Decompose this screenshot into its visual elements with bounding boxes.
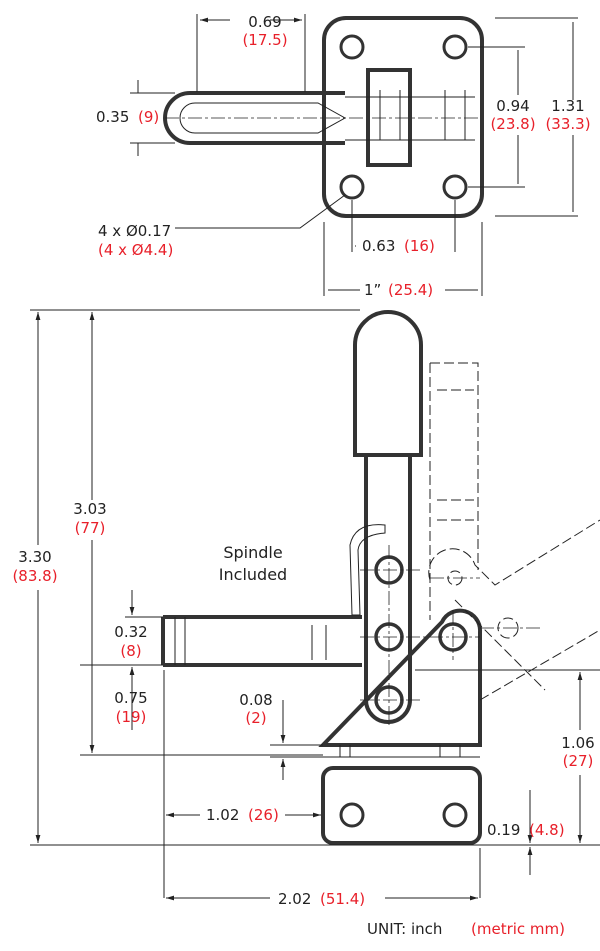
- spindle-note-line2: Included: [219, 565, 287, 584]
- dim-total-length-inch: 2.02: [278, 890, 311, 908]
- top-view: 0.69 (17.5) 0.35 (9) 0.94 (23.8) 1.31 (3…: [96, 13, 591, 299]
- dim-base-thickness-inch: 0.08: [239, 691, 272, 709]
- dim-bar-height-inch: 0.75: [114, 689, 147, 707]
- handle-grip: [353, 310, 423, 457]
- spindle-bar: [161, 615, 362, 667]
- dim-bar-thickness-metric: (8): [120, 642, 141, 660]
- spindle-note-line1: Spindle: [223, 543, 282, 562]
- dim-handle-width-metric: (9): [138, 108, 159, 126]
- units-metric: (metric mm): [471, 920, 565, 938]
- top-plate: [322, 16, 484, 218]
- dim-plate-height-metric: (33.3): [545, 115, 590, 133]
- dim-base-thickness-metric: (2): [245, 709, 266, 727]
- dim-foot-inch: 0.19: [487, 821, 520, 839]
- dim-plate-width-inch: 1”: [364, 281, 381, 299]
- dim-plate-width-metric: (25.4): [388, 281, 433, 299]
- dim-reach-inch: 1.02: [206, 806, 239, 824]
- foot-holes: [339, 802, 468, 828]
- dim-hole-spacing-h-metric: (16): [404, 237, 435, 255]
- dim-pivot-height-inch: 1.06: [561, 734, 594, 752]
- dim-handle-offset-inch: 0.69: [248, 13, 281, 31]
- pivot-pins: [374, 555, 468, 715]
- dim-handle-width-inch: 0.35: [96, 108, 129, 126]
- dim-hole-spacing-v-inch: 0.94: [496, 97, 529, 115]
- units-inch: UNIT: inch: [367, 920, 442, 938]
- mount-holes: [339, 34, 468, 200]
- side-view: 3.30 (83.8) 3.03 (77) Spindle Included 0…: [12, 309, 600, 908]
- dim-plate-height-inch: 1.31: [551, 97, 584, 115]
- dim-pivot-height-metric: (27): [563, 752, 594, 770]
- dim-total-length-metric: (51.4): [320, 890, 365, 908]
- dim-handle-offset-metric: (17.5): [242, 31, 287, 49]
- dim-bar-thickness-inch: 0.32: [114, 623, 147, 641]
- foot-plate: [321, 766, 482, 845]
- dim-hole-spacing-v-metric: (23.8): [490, 115, 535, 133]
- dim-holes-inch: 4 x Ø0.17: [98, 222, 171, 240]
- dim-foot-metric: (4.8): [529, 821, 565, 839]
- dim-reach-metric: (26): [248, 806, 279, 824]
- dim-total-height-inch: 3.30: [18, 548, 51, 566]
- handle-arm: [364, 455, 412, 724]
- center-block: [366, 68, 412, 167]
- dim-total-height-metric: (83.8): [12, 567, 57, 585]
- dim-holes-metric: (4 x Ø4.4): [98, 241, 173, 259]
- dim-handle-height-metric: (77): [75, 519, 106, 537]
- dim-hole-spacing-h-inch: 0.63: [362, 237, 395, 255]
- dim-handle-height-inch: 3.03: [73, 500, 106, 518]
- dim-bar-height-metric: (19): [116, 708, 147, 726]
